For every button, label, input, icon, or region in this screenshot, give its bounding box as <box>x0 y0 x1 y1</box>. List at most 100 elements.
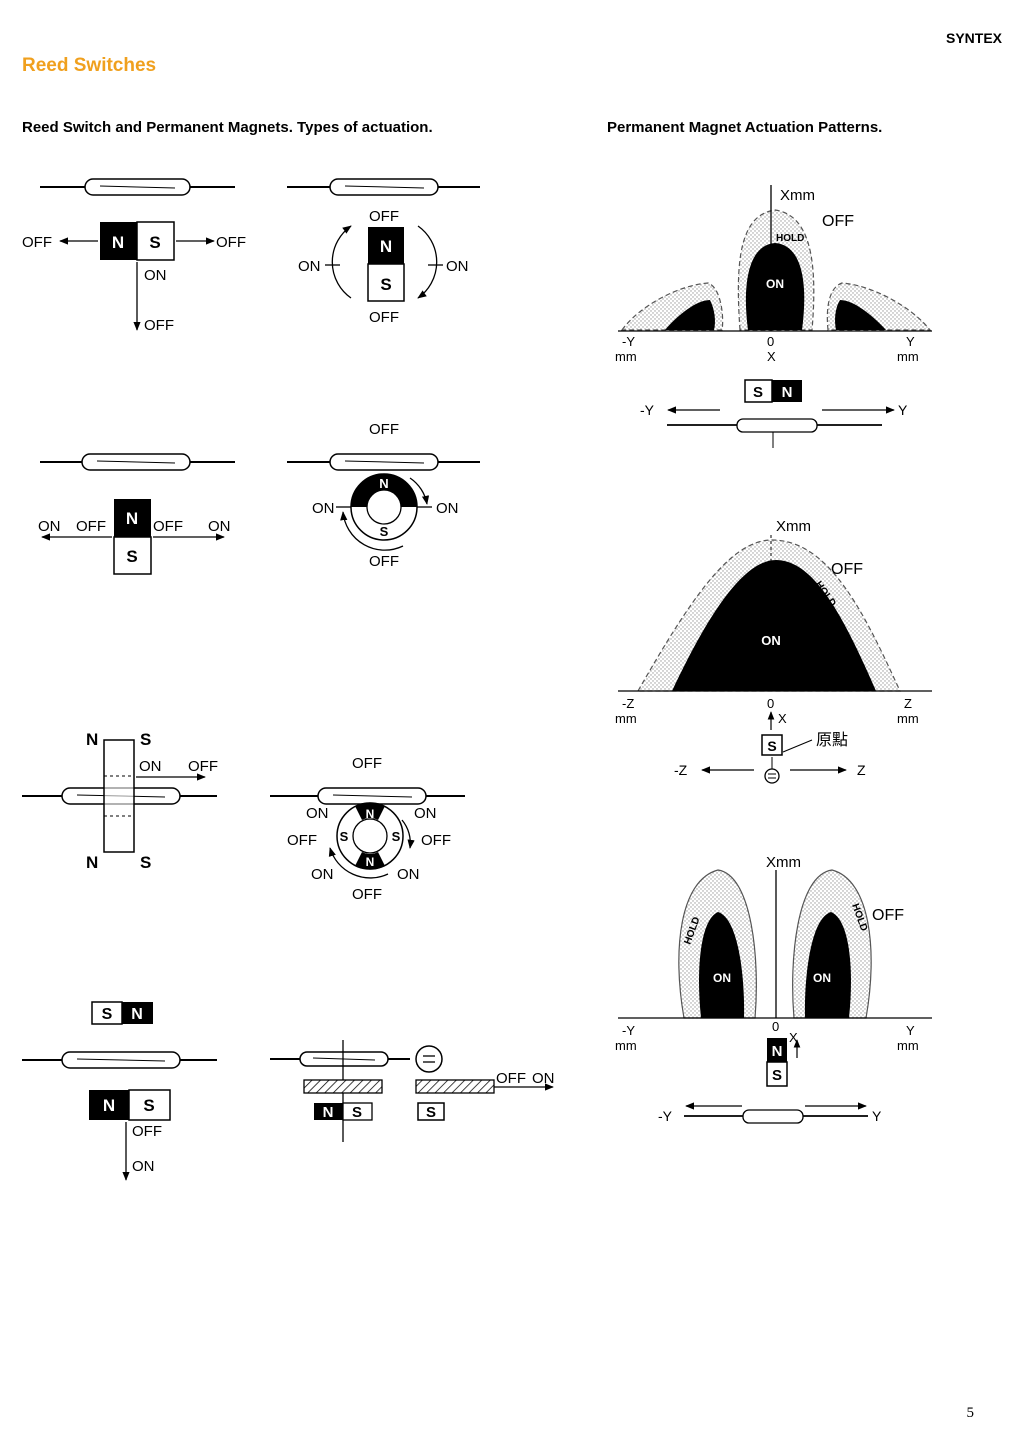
on-label: ON <box>139 758 162 775</box>
actuation-fig-4: N S OFF OFF ON ON <box>287 421 480 570</box>
on-label: ON <box>306 805 329 822</box>
south-pole-label: S <box>102 1006 113 1023</box>
on-label: ON <box>312 500 335 517</box>
reed-switch-end-view <box>764 768 780 784</box>
north-pole-label: N <box>323 1104 334 1121</box>
south-pole-label: S <box>143 1096 154 1115</box>
north-pole-label: N <box>366 807 375 821</box>
reed-switch <box>287 178 480 196</box>
actuation-pattern-3: Xmm OFF HOLD HOLD ON ON -Y mm 0 Y mm N S… <box>615 854 932 1124</box>
axis-label: Xmm <box>776 518 811 535</box>
south-pole-label: S <box>392 829 401 844</box>
north-pole-label: N <box>772 1043 783 1060</box>
axis-label: X <box>767 349 776 364</box>
north-pole-label: N <box>380 237 392 256</box>
off-label: OFF <box>153 518 183 535</box>
actuation-fig-6: N N S S OFF ON ON OFF OFF ON ON OFF <box>270 755 465 903</box>
south-pole-label: S <box>340 829 349 844</box>
origin-label: 0 <box>772 1019 779 1034</box>
on-zone <box>804 912 851 1018</box>
north-pole-label: N <box>131 1006 143 1023</box>
on-label: ON <box>761 633 781 648</box>
south-pole-label: S <box>140 853 151 872</box>
bar-magnet: N S <box>367 227 405 302</box>
north-pole-label: N <box>379 476 388 491</box>
hold-label: HOLD <box>776 233 804 244</box>
ring-magnet: N N S S <box>336 802 404 870</box>
on-label: ON <box>298 258 321 275</box>
north-pole-label: N <box>782 384 793 401</box>
on-label: ON <box>436 500 459 517</box>
right-section-heading: Permanent Magnet Actuation Patterns. <box>607 119 883 136</box>
shield-plate <box>415 1079 495 1094</box>
on-label: ON <box>813 971 831 985</box>
bar-magnet <box>103 739 135 853</box>
page-title: Reed Switches <box>22 55 157 76</box>
off-label: OFF <box>831 561 863 578</box>
off-label: OFF <box>188 758 218 775</box>
south-pole-label: S <box>380 275 391 294</box>
axis-label: Y <box>872 1108 882 1124</box>
axis-label: mm <box>897 1038 919 1053</box>
origin-label: 0 <box>767 334 774 349</box>
reed-switch <box>22 1051 217 1069</box>
bar-magnet: N S <box>314 1102 373 1121</box>
axis-label: mm <box>615 711 637 726</box>
off-label: OFF <box>76 518 106 535</box>
off-label: OFF <box>287 832 317 849</box>
south-pole-label: S <box>352 1104 362 1121</box>
actuation-fig-2: N S OFF OFF ON ON <box>287 178 480 326</box>
shield-plate <box>303 1079 383 1094</box>
off-label: OFF <box>369 208 399 225</box>
bar-magnet: N S <box>100 221 175 261</box>
axis-label: X <box>789 1030 798 1045</box>
origin-label: 0 <box>767 696 774 711</box>
origin-note: 原點 <box>816 731 848 749</box>
reed-switch <box>270 787 465 805</box>
on-label: ON <box>132 1158 155 1175</box>
south-pole-label: S <box>140 730 151 749</box>
axis-label: -Z <box>674 762 688 778</box>
on-zone <box>835 300 886 330</box>
off-label: OFF <box>132 1123 162 1140</box>
axis-label: Z <box>857 762 866 778</box>
axis-label: Y <box>906 334 915 349</box>
off-label: OFF <box>369 309 399 326</box>
on-zone <box>672 560 876 691</box>
north-pole-label: N <box>366 855 375 869</box>
south-pole-label: S <box>380 524 389 539</box>
on-label: ON <box>766 277 784 291</box>
actuation-fig-3: N S ON OFF OFF ON <box>38 453 235 575</box>
on-label: ON <box>713 971 731 985</box>
on-zone <box>699 912 745 1018</box>
axis-label: X <box>778 711 787 726</box>
on-label: ON <box>208 518 231 535</box>
north-pole-label: N <box>112 233 124 252</box>
actuation-pattern-2: Xmm OFF HOLD ON -Z mm 0 X Z mm S 原點 -Z Z <box>615 518 932 784</box>
axis-label: mm <box>615 349 637 364</box>
reed-switch-end-view <box>415 1045 443 1073</box>
off-label: OFF <box>216 234 246 251</box>
reed-switch <box>667 418 882 433</box>
on-zone <box>665 300 715 330</box>
south-pole-label: S <box>767 738 776 754</box>
actuation-fig-5: N S N S ON OFF <box>22 730 218 872</box>
left-section-heading: Reed Switch and Permanent Magnets. Types… <box>22 119 433 136</box>
on-label: ON <box>446 258 469 275</box>
off-label: OFF <box>22 234 52 251</box>
south-pole-label: S <box>426 1104 436 1121</box>
off-label: OFF <box>369 421 399 438</box>
bar-magnet: N S <box>89 1089 171 1121</box>
axis-label: -Y <box>640 402 655 418</box>
reed-switch <box>270 1051 410 1067</box>
bar-magnet-end-view <box>417 1102 445 1121</box>
axis-label: Z <box>904 696 912 711</box>
on-label: ON <box>38 518 61 535</box>
north-pole-label: N <box>126 509 138 528</box>
reed-switch <box>684 1109 868 1124</box>
south-pole-label: S <box>126 547 137 566</box>
axis-label: mm <box>897 711 919 726</box>
north-pole-label: N <box>86 853 98 872</box>
off-label: OFF <box>369 553 399 570</box>
reed-switch <box>287 453 480 471</box>
